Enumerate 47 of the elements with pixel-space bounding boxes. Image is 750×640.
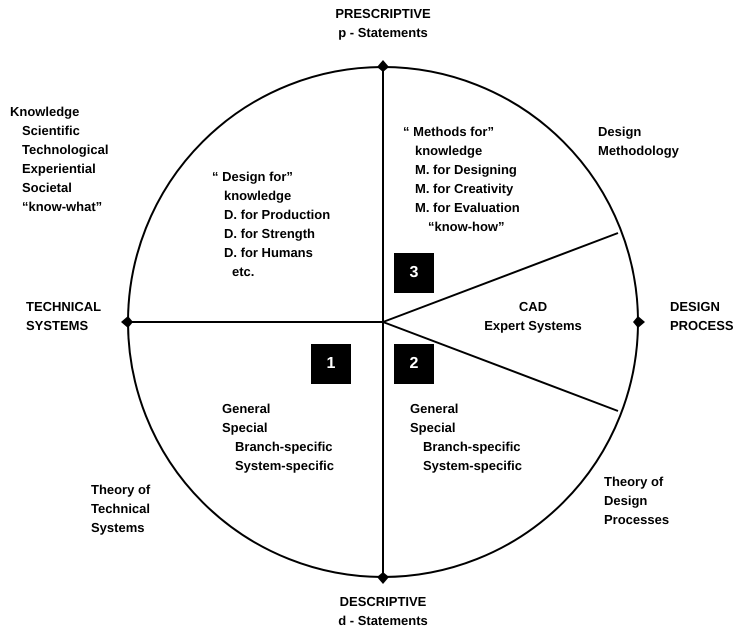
sector-label: PRESCRIPTIVE [335,6,431,21]
sector-label: knowledge [415,143,482,158]
sector-label: “ Design for” [212,169,293,184]
sector-label: Branch-specific [423,439,521,454]
sector-label: Design [604,493,648,508]
sector-label: Experiential [22,161,96,176]
sector-label: Technical [91,501,150,516]
sector-label: D. for Strength [224,226,315,241]
sector-label: Systems [91,520,144,535]
sector-label: D. for Humans [224,245,313,260]
sector-label: General [222,401,270,416]
sector-label: “know-what” [22,199,102,214]
sector-label: D. for Production [224,207,330,222]
sector-label: Branch-specific [235,439,333,454]
sector-label: Methodology [598,143,679,158]
sector-label: General [410,401,458,416]
sector-label: Scientific [22,123,80,138]
sector-label: etc. [232,264,254,279]
quadrant-number-badge: 3 [394,253,434,293]
sector-label: p - Statements [338,25,428,40]
sector-label: DESIGN [670,299,720,314]
sector-label: M. for Designing [415,162,517,177]
sector-label: Expert Systems [484,318,582,333]
sector-label: System-specific [235,458,334,473]
sector-label: PROCESS [670,318,734,333]
sector-label: knowledge [224,188,292,203]
sector-label: Special [410,420,456,435]
sector-label: Knowledge [10,104,80,119]
sector-label: M. for Evaluation [415,200,520,215]
sector-label: SYSTEMS [26,318,88,333]
quadrant-number-badge: 2 [394,344,434,384]
sector-label: “know-how” [428,219,505,234]
sector-label: CAD [518,299,548,314]
sector-label: Design [598,124,642,139]
sector-label: Theory of [604,474,664,489]
sector-label: System-specific [423,458,522,473]
sector-label: d - Statements [338,613,428,628]
sector-label: Societal [22,180,72,195]
sector-label: M. for Creativity [415,181,514,196]
sector-label: Theory of [91,482,150,497]
sector-label: DESCRIPTIVE [340,594,426,609]
sector-label: Special [222,420,268,435]
sector-label: Processes [604,512,670,527]
sector-label: “ Methods for” [403,124,494,139]
quadrant-number-badge: 1 [311,344,351,384]
sector-label: TECHNICAL [26,299,102,314]
sector-label: Technological [22,142,108,157]
